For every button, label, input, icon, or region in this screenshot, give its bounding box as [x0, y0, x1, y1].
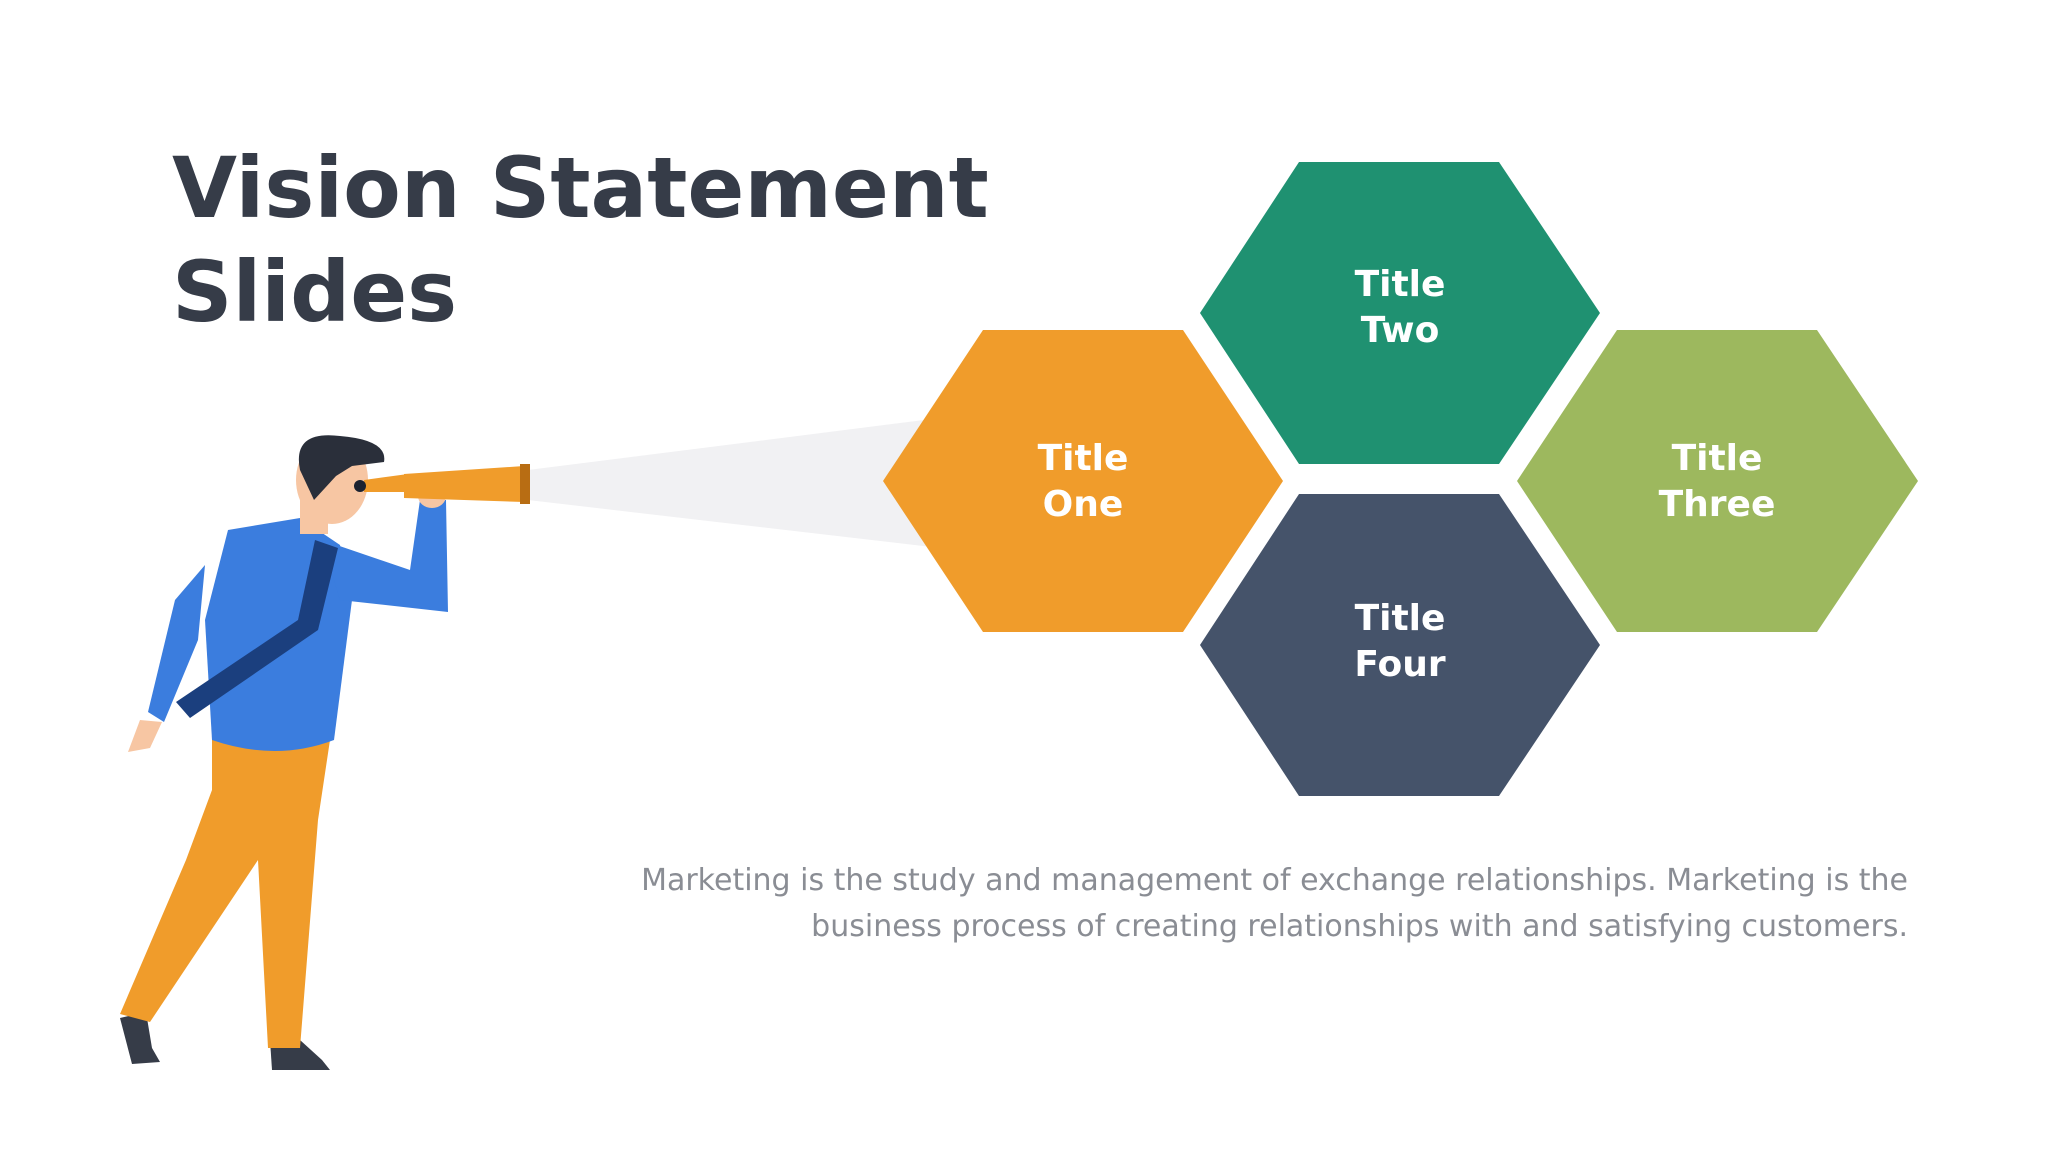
hexagon-three-label: Title Three [1658, 438, 1776, 525]
hexagon-four [1200, 494, 1600, 796]
hexagon-two-label: Title Two [1354, 264, 1446, 351]
telescope-beam [528, 418, 940, 548]
slide-title: Vision Statement Slides [172, 136, 989, 344]
man-figure [120, 435, 530, 1070]
hexagon-three [1517, 330, 1918, 632]
hexagon-four-label: Title Four [1354, 598, 1446, 685]
hexagon-one [883, 330, 1283, 632]
hexagon-two [1200, 162, 1600, 464]
title-line-1: Vision Statement [172, 139, 989, 237]
telescope-icon [354, 464, 530, 504]
hexagon-one-label: Title One [1037, 438, 1129, 525]
tie [176, 540, 338, 718]
title-line-2: Slides [172, 243, 458, 341]
front-arm [322, 500, 448, 612]
description-text: Marketing is the study and management of… [641, 863, 1908, 944]
back-shoe [120, 1012, 160, 1064]
trousers [120, 740, 330, 1048]
back-arm [148, 565, 205, 722]
back-hand [128, 720, 162, 752]
hair [298, 435, 385, 500]
